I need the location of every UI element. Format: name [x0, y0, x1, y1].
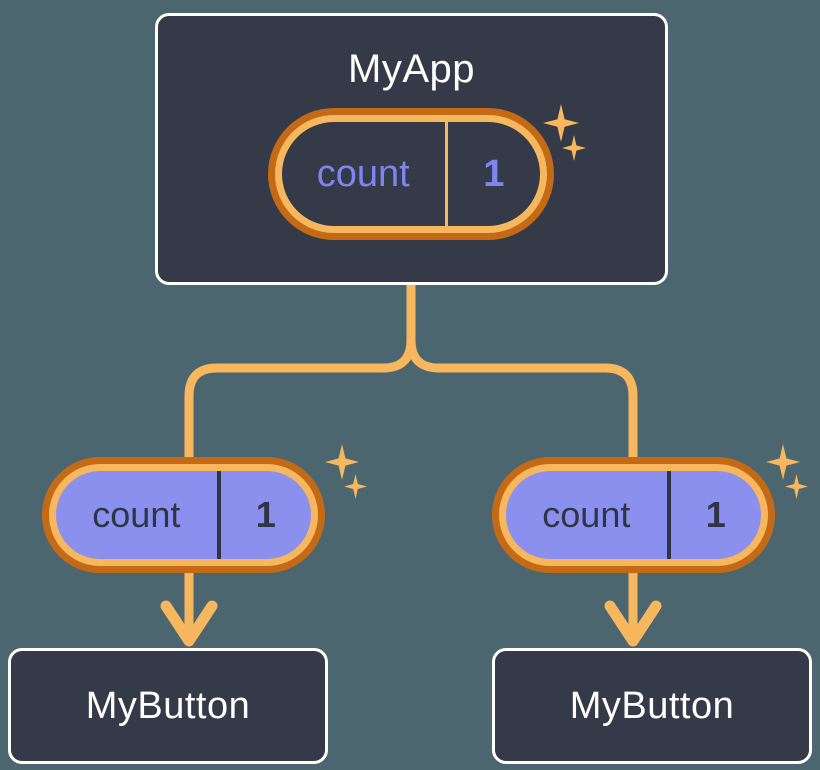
- component-title-button-right: MyButton: [569, 685, 735, 727]
- state-pill-value: 1: [216, 471, 311, 559]
- state-pill-ring-inner: count 1: [499, 464, 768, 566]
- state-pill-ring-inner: count 1: [49, 464, 318, 566]
- sparkle-icon: [766, 444, 800, 480]
- state-pill-body: count 1: [282, 122, 540, 226]
- state-pill-key: count: [316, 153, 410, 195]
- component-card-button-right[interactable]: MyButton: [492, 648, 812, 764]
- state-pill-value: 1: [666, 471, 761, 559]
- state-pill-key: count: [92, 494, 181, 535]
- arrowhead-right: [604, 600, 662, 647]
- component-title-myapp: MyApp: [348, 47, 475, 91]
- state-pill-body: count 1: [506, 471, 761, 559]
- sparkle-icon: [785, 474, 808, 499]
- component-title-button-left: MyButton: [85, 685, 251, 727]
- state-pill-key: count: [542, 494, 631, 535]
- state-pill-branch-left[interactable]: count 1: [42, 457, 325, 573]
- state-pill-body: count 1: [56, 471, 311, 559]
- component-card-button-left[interactable]: MyButton: [8, 648, 328, 764]
- state-pill-branch-right[interactable]: count 1: [492, 457, 775, 573]
- state-pill-ring-inner: count 1: [275, 115, 547, 233]
- connector-branch-left: [184, 335, 416, 475]
- state-pill-value: 1: [444, 122, 540, 226]
- sparkle-icon: [344, 474, 367, 499]
- arrowhead-left: [160, 600, 218, 647]
- state-pill-myapp[interactable]: count 1: [268, 108, 554, 240]
- connector-branch-right: [406, 335, 638, 475]
- sparkle-icon: [325, 444, 359, 480]
